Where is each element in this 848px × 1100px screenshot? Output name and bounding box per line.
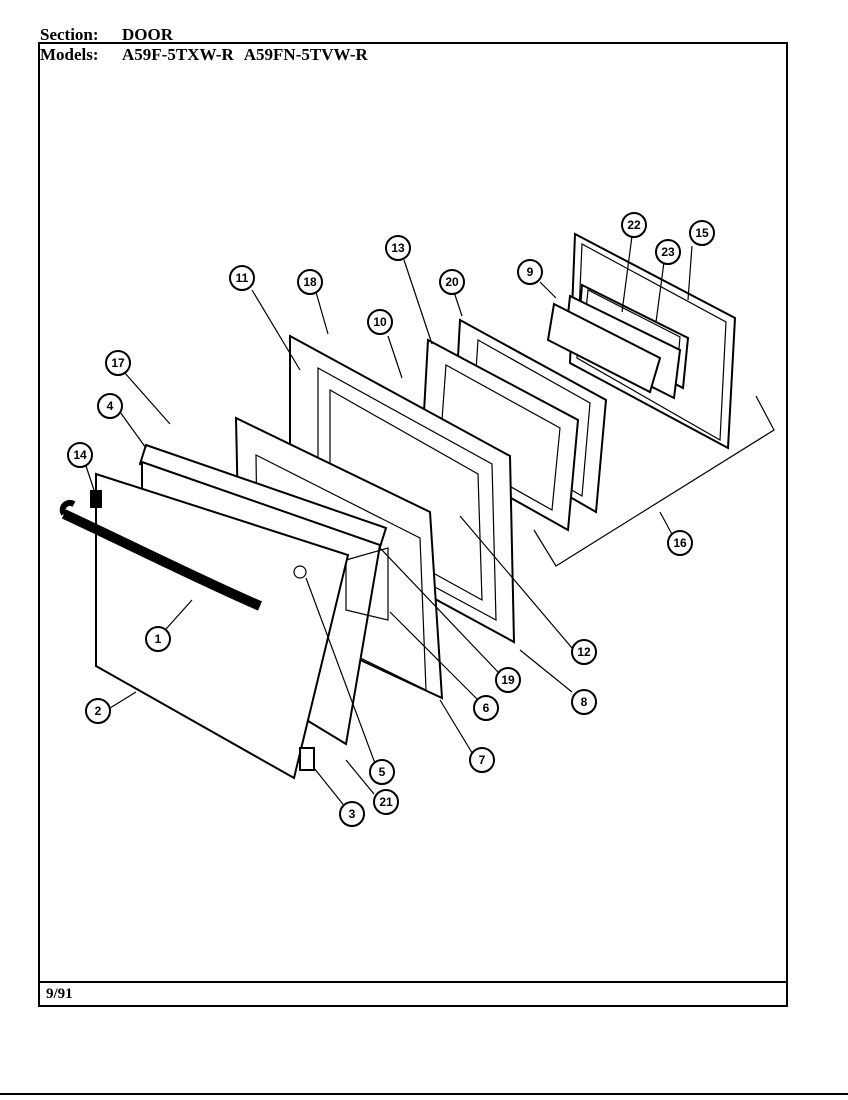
- svg-text:23: 23: [661, 245, 675, 259]
- svg-text:17: 17: [111, 356, 125, 370]
- svg-text:20: 20: [445, 275, 459, 289]
- svg-text:9: 9: [527, 265, 534, 279]
- model-number-2: A59FN-5TVW-R: [243, 45, 368, 64]
- callout-17: 17: [105, 350, 131, 376]
- callout-14: 14: [67, 442, 93, 468]
- svg-text:22: 22: [627, 218, 641, 232]
- callout-19: 19: [495, 667, 521, 693]
- svg-text:2: 2: [95, 704, 102, 718]
- callout-1: 1: [145, 626, 171, 652]
- callout-8: 8: [571, 689, 597, 715]
- inner-glass-part: [546, 302, 662, 394]
- callout-6: 6: [473, 695, 499, 721]
- callout-16: 16: [667, 530, 693, 556]
- callout-11: 11: [229, 265, 255, 291]
- svg-text:12: 12: [577, 645, 591, 659]
- callout-3: 3: [339, 801, 365, 827]
- callout-15: 15: [689, 220, 715, 246]
- svg-text:13: 13: [391, 241, 405, 255]
- svg-text:21: 21: [379, 795, 393, 809]
- svg-text:10: 10: [373, 315, 387, 329]
- section-label: Section:: [40, 25, 99, 44]
- svg-text:16: 16: [673, 536, 687, 550]
- callout-23: 23: [655, 239, 681, 265]
- svg-text:6: 6: [483, 701, 490, 715]
- callout-12: 12: [571, 639, 597, 665]
- page-bottom-rule: [0, 1093, 848, 1095]
- door-handle-part: [59, 490, 262, 611]
- section-row: Section: DOOR: [40, 26, 173, 44]
- callout-4: 4: [97, 393, 123, 419]
- section-value: DOOR: [122, 25, 173, 44]
- hinge-part: [299, 747, 315, 771]
- diagram-frame: 9/91: [38, 42, 788, 1007]
- footer-divider: [40, 981, 786, 983]
- leader-lines: [85, 235, 693, 809]
- svg-text:8: 8: [581, 695, 588, 709]
- footer-date: 9/91: [46, 986, 73, 1002]
- callout-7: 7: [469, 747, 495, 773]
- callout-21: 21: [373, 789, 399, 815]
- models-row: Models: A59F-5TXW-R A59FN-5TVW-R: [40, 46, 368, 64]
- svg-text:15: 15: [695, 226, 709, 240]
- callout-5: 5: [369, 759, 395, 785]
- callout-18: 18: [297, 269, 323, 295]
- svg-text:5: 5: [379, 765, 386, 779]
- callout-20: 20: [439, 269, 465, 295]
- callout-22: 22: [621, 212, 647, 238]
- svg-text:7: 7: [479, 753, 486, 767]
- outer-door-panel-part: [95, 472, 350, 780]
- callout-13: 13: [385, 235, 411, 261]
- svg-text:19: 19: [501, 673, 515, 687]
- models-label: Models:: [40, 45, 99, 64]
- callout-9: 9: [517, 259, 543, 285]
- svg-text:4: 4: [107, 399, 114, 413]
- svg-text:18: 18: [303, 275, 317, 289]
- svg-text:1: 1: [155, 632, 162, 646]
- svg-text:3: 3: [349, 807, 356, 821]
- model-number-1: A59F-5TXW-R: [122, 45, 234, 64]
- svg-text:11: 11: [236, 271, 249, 285]
- callout-10: 10: [367, 309, 393, 335]
- svg-text:14: 14: [73, 448, 87, 462]
- callout-2: 2: [85, 698, 111, 724]
